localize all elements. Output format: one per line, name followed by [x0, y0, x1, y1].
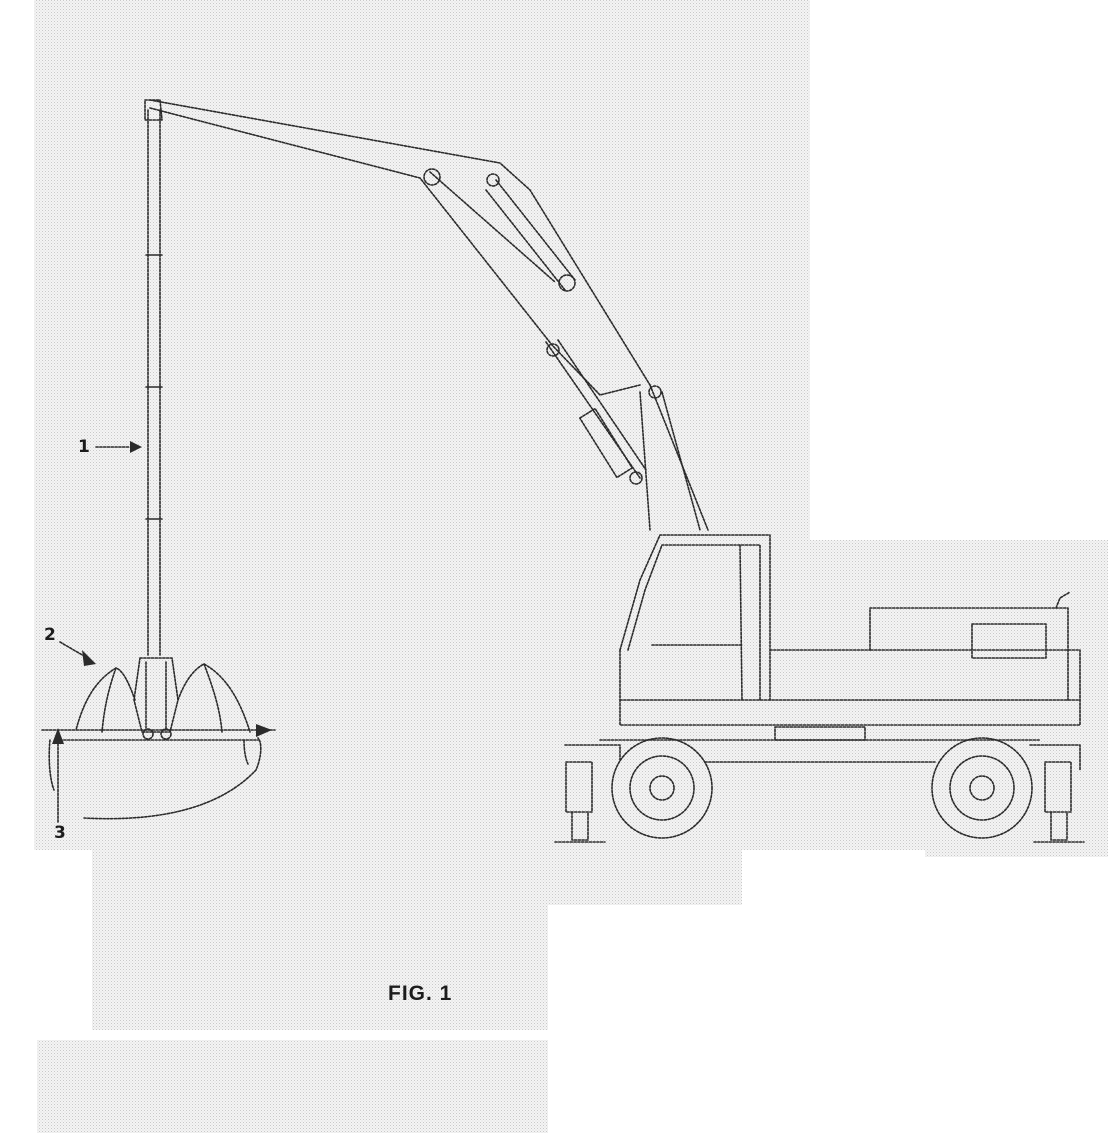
- rear-wheel: [931, 737, 1033, 839]
- label-1: 1: [78, 437, 90, 457]
- excavator-boom: [149, 99, 709, 531]
- label-2-group: 2: [44, 625, 96, 666]
- bg-patch-bottom: [37, 1040, 548, 1133]
- arrowhead-icon: [82, 650, 96, 666]
- arrowhead-icon: [130, 441, 142, 453]
- bg-patch-right: [925, 845, 1108, 857]
- label-1-group: 1: [78, 437, 142, 457]
- label-3-group: 3: [52, 724, 272, 843]
- label-2: 2: [44, 625, 56, 645]
- bg-patch-top: [34, 0, 810, 548]
- arrowhead-icon: [256, 724, 272, 737]
- vertical-pole: [144, 99, 163, 656]
- right-outrigger: [1033, 761, 1085, 843]
- figure-caption: FIG. 1: [388, 982, 452, 1005]
- label-3: 3: [54, 823, 66, 843]
- bg-patch-caption: [92, 900, 548, 1030]
- front-wheel: [611, 737, 713, 839]
- bg-patch-middle: [34, 540, 1108, 850]
- grab-attachment: [41, 657, 276, 820]
- scan-background: [34, 0, 1108, 1133]
- carrier-vehicle: [554, 534, 1085, 843]
- arrowhead-icon: [52, 728, 64, 744]
- left-outrigger: [554, 761, 606, 843]
- bg-patch-lower: [92, 845, 742, 905]
